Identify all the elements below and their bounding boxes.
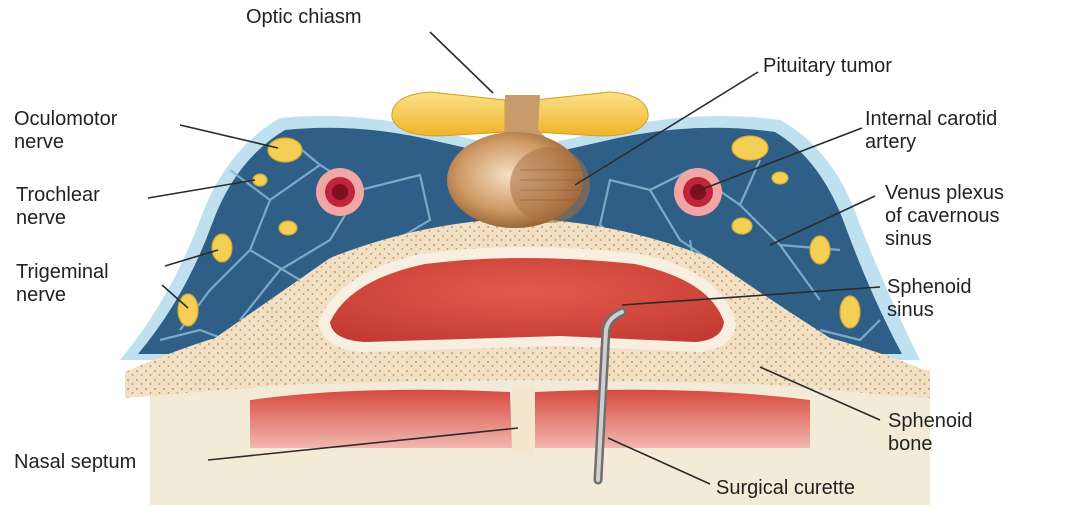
label-trigeminal-nerve: Trigeminal nerve [16, 261, 109, 307]
label-pituitary-tumor: Pituitary tumor [763, 55, 892, 78]
label-venus-plexus: Venus plexus of cavernous sinus [885, 182, 1004, 251]
label-nasal-septum: Nasal septum [14, 451, 136, 474]
trochlear-nerve-shape [253, 174, 267, 186]
nasal-septum-shape [512, 385, 535, 455]
label-surgical-curette: Surgical curette [716, 477, 855, 500]
label-trochlear-nerve: Trochlear nerve [16, 184, 100, 230]
trigeminal-nerve-shape [212, 234, 232, 262]
nasal-cavity-left [250, 390, 512, 448]
label-internal-carotid-artery: Internal carotid artery [865, 108, 997, 154]
oculomotor-nerve-shape [268, 138, 302, 162]
label-sphenoid-bone: Sphenoid bone [888, 410, 973, 456]
label-optic-chiasm: Optic chiasm [246, 6, 362, 29]
nasal-cavity-right [535, 390, 810, 448]
label-sphenoid-sinus: Sphenoid sinus [887, 276, 972, 322]
label-oculomotor-nerve: Oculomotor nerve [14, 108, 117, 154]
